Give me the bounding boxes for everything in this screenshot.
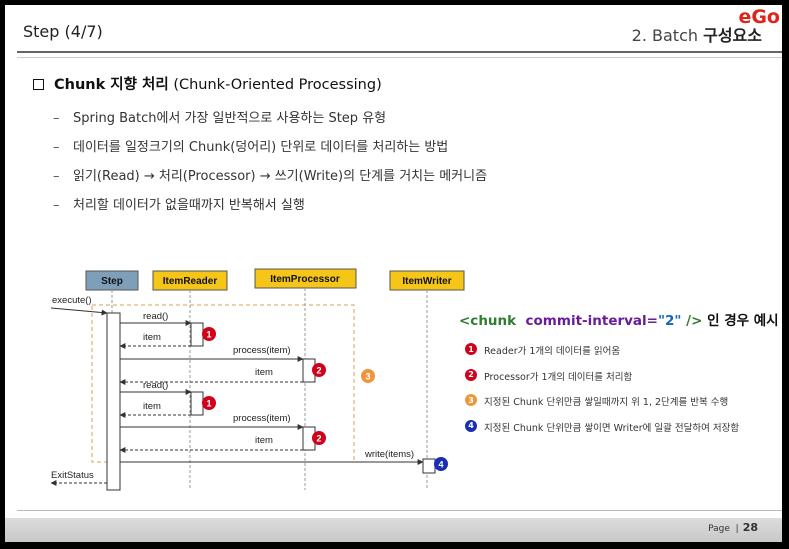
example-title-attr: commit-interval=	[525, 313, 658, 329]
participant-reader-label: ItemReader	[163, 276, 218, 287]
example-title: <chunk commit-interval="2" /> 인 경우 예시	[459, 309, 779, 329]
badge-2b-label: 2	[316, 434, 321, 444]
bullet-item: –읽기(Read) → 처리(Processor) → 쓰기(Write)의 단…	[53, 165, 487, 194]
example-legend: 1 Reader가 1개의 데이터를 읽어옴 2 Processor가 1개의 데이…	[465, 343, 739, 445]
footer-divider	[17, 510, 782, 511]
section-title: 2. Batch 구성요소	[632, 22, 762, 46]
dash-icon: –	[53, 198, 60, 213]
example-title-close: />	[681, 313, 703, 329]
bullet-text: 처리할 데이터가 없을때까지 반복해서 실행	[73, 198, 305, 213]
badge-3-label: 3	[365, 372, 370, 382]
section-title-prefix: 2. Batch	[631, 26, 704, 45]
legend-item: 1 Reader가 1개의 데이터를 읽어옴	[465, 343, 739, 369]
participant-step-label: Step	[101, 276, 123, 287]
badge-4	[434, 457, 448, 471]
msg-item-4-label: item	[255, 435, 273, 446]
msg-exit-label: ExitStatus	[51, 470, 94, 481]
msg-read-1-label: read()	[143, 311, 168, 322]
legend-text: 지정된 Chunk 단위만큼 쌓일때까지 위 1, 2단계를 반복 수행	[484, 397, 729, 408]
legend-text: Processor가 1개의 데이터를 처리함	[484, 371, 633, 383]
main-heading-bold: Chunk 지향 처리	[54, 77, 169, 93]
msg-item-2-label: item	[255, 367, 273, 378]
example-title-tag: <chunk	[459, 313, 517, 329]
footer-bar	[5, 518, 782, 542]
example-title-suffix: 인 경우 예시	[702, 313, 779, 329]
number-badge-icon: 1	[465, 343, 477, 355]
bullet-list: –Spring Batch에서 가장 일반적으로 사용하는 Step 유형 –데…	[53, 107, 487, 223]
msg-execute	[50, 307, 108, 316]
example-title-val: "2"	[657, 313, 682, 329]
activation-reader-1	[190, 322, 204, 347]
participant-processor-label: ItemProcessor	[270, 274, 340, 285]
number-badge-icon: 2	[465, 368, 477, 381]
legend-item: 2 Processor가 1개의 데이터를 처리함	[465, 368, 739, 395]
number-badge-icon: 3	[465, 394, 477, 406]
msg-process-1-label: process(item)	[233, 345, 291, 356]
dash-icon: –	[53, 111, 60, 126]
header-divider	[17, 51, 782, 53]
legend-text: Reader가 1개의 데이터를 읽어옴	[484, 346, 621, 357]
dash-icon: –	[53, 140, 60, 155]
header-divider-thin	[17, 57, 782, 58]
badge-1a	[202, 327, 216, 341]
bullet-item: –처리할 데이터가 없을때까지 반복해서 실행	[53, 194, 487, 223]
main-heading: Chunk 지향 처리 (Chunk-Oriented Processing)	[33, 73, 382, 94]
bullet-text: 데이터를 일정크기의 Chunk(덩어리) 단위로 데이터를 처리하는 방법	[73, 140, 449, 155]
badge-1a-label: 1	[206, 330, 211, 340]
badge-1b	[202, 396, 216, 410]
main-heading-rest: (Chunk-Oriented Processing)	[168, 77, 382, 93]
bullet-item: –데이터를 일정크기의 Chunk(덩어리) 단위로 데이터를 처리하는 방법	[53, 136, 487, 165]
msg-write-label: write(items)	[364, 449, 414, 460]
participant-writer-label: ItemWriter	[402, 276, 451, 287]
checkbox-bullet-icon	[33, 79, 44, 90]
page-separator: |	[735, 524, 739, 534]
legend-text: 지정된 Chunk 단위만큼 쌓이면 Writer에 일괄 전달하여 저장함	[484, 422, 740, 434]
sequence-diagram: Step ItemReader ItemProcessor ItemWriter…	[50, 268, 465, 491]
msg-read-2-label: read()	[143, 380, 168, 391]
msg-execute-label: execute()	[52, 295, 92, 306]
bullet-item: –Spring Batch에서 가장 일반적으로 사용하는 Step 유형	[53, 107, 487, 136]
msg-item-3-label: item	[143, 401, 161, 412]
badge-2a-label: 2	[316, 366, 321, 376]
page-number: Page |28	[708, 521, 758, 534]
page-number-value: 28	[742, 521, 758, 534]
bullet-text: Spring Batch에서 가장 일반적으로 사용하는 Step 유형	[73, 111, 387, 126]
msg-process-2-label: process(item)	[233, 413, 291, 424]
step-indicator: Step (4/7)	[23, 22, 103, 41]
section-title-bold: 구성요소	[703, 26, 762, 45]
brand-logo: eGo	[738, 6, 780, 28]
badge-4-label: 4	[438, 460, 443, 470]
msg-item-1-label: item	[143, 332, 161, 343]
legend-item: 3 지정된 Chunk 단위만큼 쌓일때까지 위 1, 2단계를 반복 수행	[465, 394, 739, 420]
bullet-text: 읽기(Read) → 처리(Processor) → 쓰기(Write)의 단계…	[73, 169, 488, 184]
badge-2a	[312, 363, 326, 377]
badge-1b-label: 1	[206, 399, 211, 409]
activation-reader-2	[190, 391, 204, 416]
slide: Step (4/7) 2. Batch 구성요소 eGo Chunk 지향 처리…	[5, 5, 782, 542]
number-badge-icon: 4	[465, 419, 477, 432]
badge-2b	[312, 431, 326, 445]
badge-3	[361, 369, 375, 383]
legend-item: 4 지정된 Chunk 단위만큼 쌓이면 Writer에 일괄 전달하여 저장함	[465, 419, 740, 446]
dash-icon: –	[53, 169, 60, 184]
activation-writer	[422, 458, 436, 474]
page-label: Page	[708, 524, 730, 534]
activation-step	[106, 312, 121, 491]
